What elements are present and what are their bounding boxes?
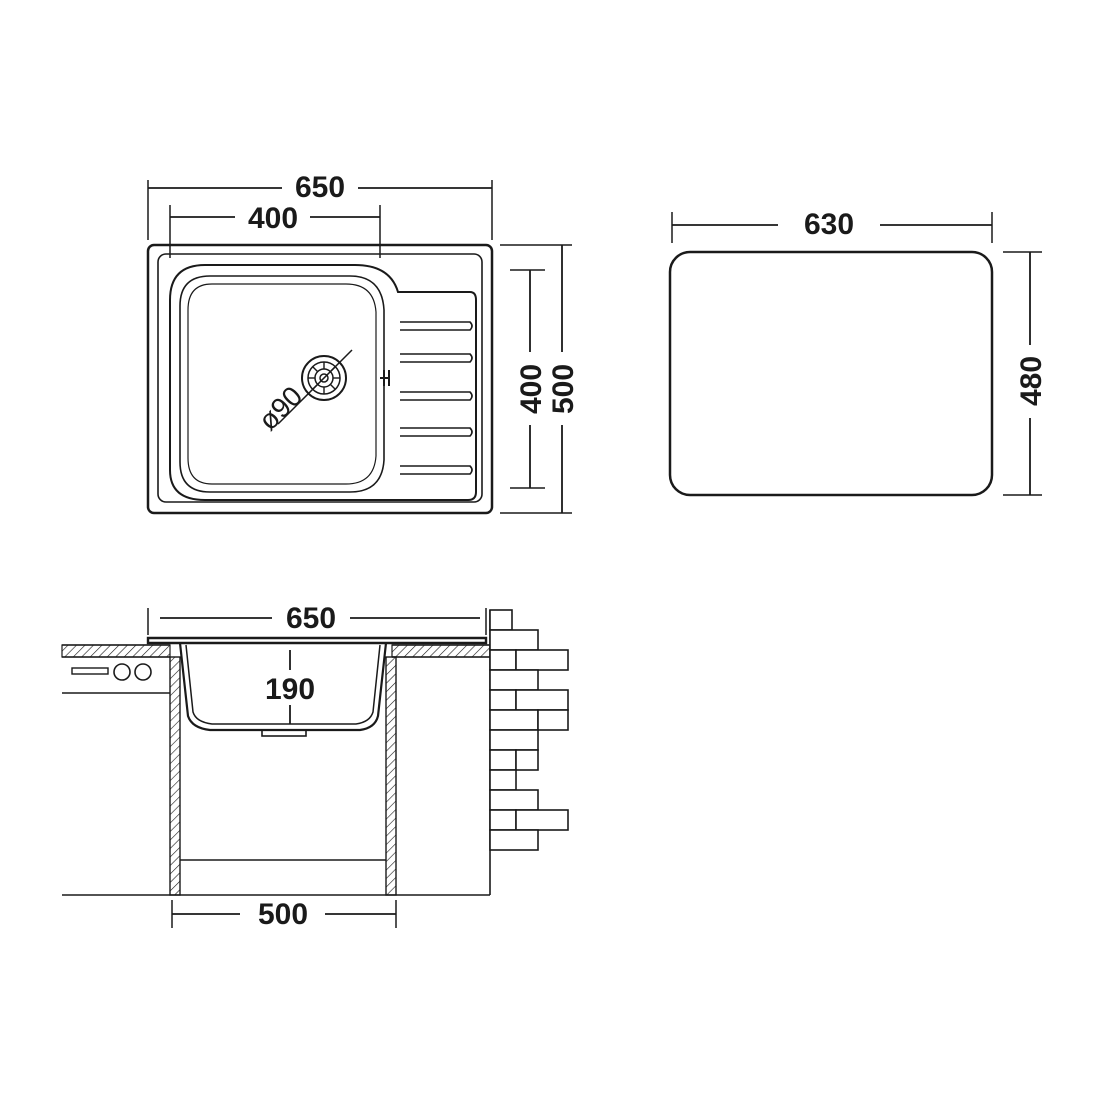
section-width-label: 650 — [286, 602, 336, 635]
brick-wall — [489, 609, 569, 895]
cabinet — [62, 656, 490, 896]
drain-icon — [277, 349, 353, 425]
dim-cutout-width: 630 — [672, 208, 992, 241]
dim-section-depth: 190 — [265, 650, 315, 724]
dim-bowl-width: 400 — [170, 202, 380, 235]
dim-section-width: 650 — [160, 602, 480, 635]
brick — [489, 689, 517, 711]
section-view: 650 190 — [61, 602, 569, 931]
sink-outer-rim — [146, 243, 494, 515]
brick — [537, 709, 569, 731]
brick — [515, 809, 569, 831]
brick — [515, 649, 569, 671]
cutout-width-label: 630 — [804, 208, 854, 241]
bowl-width-label: 400 — [248, 202, 298, 235]
brick — [489, 609, 513, 631]
brick — [489, 809, 517, 831]
dim-cutout-depth: 480 — [1015, 252, 1048, 495]
section-depth-label: 190 — [265, 673, 315, 706]
dim-overall-depth: 500 — [547, 245, 580, 513]
bowl-outline-basin — [187, 283, 377, 485]
dim-overall-width: 650 — [148, 171, 492, 204]
brick — [489, 749, 517, 771]
cutout-depth-label: 480 — [1015, 356, 1048, 406]
brick — [489, 709, 539, 731]
dim-cabinet-width: 500 — [172, 898, 396, 931]
overflow-icon — [380, 370, 390, 386]
drainer-ribs — [400, 321, 473, 475]
brick — [489, 829, 539, 851]
bowl-depth-label: 400 — [515, 364, 548, 414]
brick — [489, 629, 539, 651]
overall-depth-label: 500 — [547, 364, 580, 414]
brick — [515, 749, 539, 771]
brick — [489, 729, 539, 751]
drain-outlet — [261, 729, 307, 737]
brick — [489, 769, 517, 791]
bowl-outline-inner — [179, 275, 385, 493]
top-view: 650 400 — [146, 171, 580, 515]
brick — [489, 649, 517, 671]
drain-diameter-label: ø90 — [252, 380, 308, 436]
brick — [515, 689, 569, 711]
stove-icon — [71, 663, 152, 681]
brick — [489, 789, 539, 811]
cabinet-width-label: 500 — [258, 898, 308, 931]
bowl-outline-outer — [169, 264, 477, 502]
brick — [489, 669, 539, 691]
cutout-outline — [668, 250, 994, 497]
dim-bowl-depth: 400 — [515, 270, 548, 488]
cutout-view: 630 480 — [668, 208, 1048, 497]
sink-inner-rim — [157, 253, 483, 503]
sink-rim-section — [146, 636, 488, 645]
overall-width-label: 650 — [295, 171, 345, 204]
